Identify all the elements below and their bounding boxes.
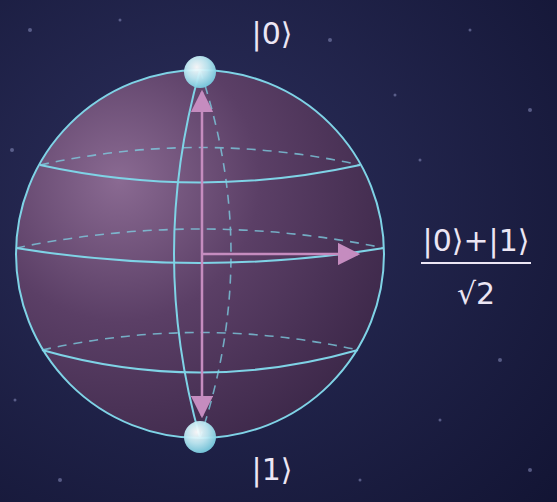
state-dot — [184, 56, 216, 88]
x-axis-arrow — [202, 253, 358, 256]
front-lines — [16, 70, 384, 438]
stars — [10, 19, 532, 483]
sphere — [16, 70, 384, 438]
state-dot — [184, 421, 216, 453]
fraction-numerator: |0⟩+|1⟩ — [421, 224, 532, 265]
back-lines — [16, 70, 384, 438]
state-label: |1⟩ — [252, 453, 293, 488]
fraction-denominator: √2 — [457, 277, 495, 312]
state-label: |0⟩ — [252, 17, 293, 52]
